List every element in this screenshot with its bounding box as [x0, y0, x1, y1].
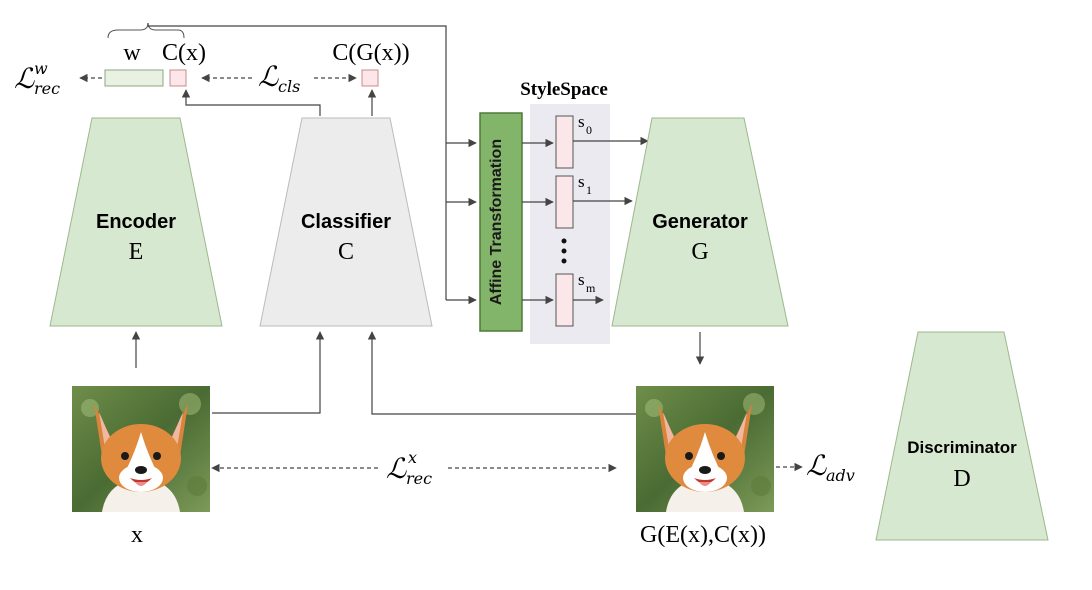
affine-transformation-block — [479, 112, 523, 332]
ellipsis-dot-3 — [561, 258, 567, 264]
svg-text:1: 1 — [586, 183, 592, 197]
svg-text:rec: rec — [406, 469, 432, 488]
discriminator-name: Discriminator — [907, 438, 1017, 457]
loss-rec-w: ℒ w rec — [14, 59, 60, 98]
s0-label: s 0 — [578, 112, 592, 137]
svg-text:m: m — [586, 281, 596, 295]
loss-cls: ℒ cls — [258, 60, 300, 96]
style-vector-s1 — [555, 175, 574, 229]
output-label: G(E(x),C(x)) — [640, 522, 766, 548]
discriminator-block — [875, 331, 1049, 541]
arrow-input-classifier — [212, 331, 325, 414]
encoder-letter: E — [129, 239, 144, 265]
svg-text:s: s — [578, 270, 585, 289]
s1-label: s 1 — [578, 172, 592, 197]
svg-text:cls: cls — [278, 77, 300, 96]
affine-transformation-label: Affine Transformation — [488, 139, 505, 305]
generator-block — [611, 117, 789, 327]
svg-text:rec: rec — [34, 79, 60, 98]
svg-text:x: x — [408, 448, 417, 467]
classifier-letter: C — [338, 239, 354, 265]
loss-rec-x: ℒ x rec — [386, 448, 432, 488]
svg-text:ℒ: ℒ — [386, 452, 407, 485]
sm-label: s m — [578, 270, 596, 295]
svg-text:ℒ: ℒ — [14, 62, 35, 95]
ellipsis-dot-1 — [561, 238, 567, 244]
classifier-name: Classifier — [301, 211, 391, 233]
style-vector-sm — [555, 273, 574, 327]
cgx-label: C(G(x)) — [332, 40, 409, 66]
encoder-block — [49, 117, 223, 327]
w-label: w — [123, 40, 141, 66]
encoder-name: Encoder — [96, 211, 176, 233]
latent-route-line — [147, 23, 447, 300]
stylespace-title: StyleSpace — [520, 79, 608, 100]
output-image — [636, 386, 774, 512]
generator-letter: G — [691, 239, 708, 265]
svg-text:ℒ: ℒ — [258, 60, 279, 93]
cx-latent-box — [169, 69, 187, 87]
discriminator-letter: D — [953, 466, 970, 492]
top-brace — [107, 22, 185, 39]
svg-text:0: 0 — [586, 123, 592, 137]
input-image — [72, 386, 210, 512]
generator-name: Generator — [652, 211, 748, 233]
w-latent-box — [104, 69, 164, 87]
classifier-block — [259, 117, 433, 327]
svg-text:ℒ: ℒ — [806, 449, 827, 482]
svg-text:w: w — [34, 59, 48, 78]
style-vector-s0 — [555, 115, 574, 169]
input-x-label: x — [131, 522, 143, 548]
svg-text:s: s — [578, 172, 585, 191]
arrow-output-classifier — [367, 331, 636, 415]
cgx-latent-box — [361, 69, 379, 87]
svg-text:adv: adv — [826, 466, 855, 485]
loss-adv: ℒ adv — [806, 449, 855, 485]
ellipsis-dot-2 — [561, 248, 567, 254]
svg-text:s: s — [578, 112, 585, 131]
classifier-to-cx-line — [181, 89, 321, 116]
cx-label: C(x) — [162, 40, 206, 66]
